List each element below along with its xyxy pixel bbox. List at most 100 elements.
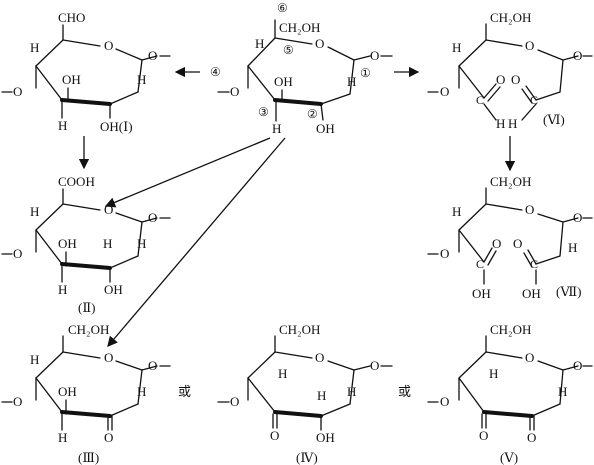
oh-center-1: OH [274, 74, 293, 89]
h-center-3: H [272, 121, 281, 136]
ring-oxygen-I: O [104, 38, 113, 53]
ring-oxygen-II: O [104, 202, 113, 217]
carbonyl-o-VI-2: O [511, 72, 520, 87]
carbonyl-o-V-1: O [479, 428, 488, 443]
carbonyl-o-IV: O [270, 428, 279, 443]
h-III-3: H [58, 430, 67, 445]
h-III-2: H [137, 384, 146, 399]
label-VII: (Ⅶ) [556, 284, 581, 299]
carbonyl-o-VI-1: O [496, 72, 505, 87]
oh-I: OH [62, 72, 81, 87]
h-center-1: H [255, 36, 264, 51]
ch2oh-center: CH₂OH [279, 20, 320, 35]
structure-VII: CH₂OH O O H O H O C OH O C OH (Ⅶ) [427, 174, 593, 301]
cho-I: CHO [58, 10, 85, 25]
o-right-III: O [148, 358, 157, 373]
o-right-center: O [370, 48, 379, 63]
structure-V: CH₂OH O H O O H O O (Ⅴ) [427, 322, 593, 465]
h-I-2: H [137, 72, 146, 87]
o-left-center: O [230, 84, 239, 99]
structure-I: CHO O H O O OH H H OH(Ⅰ) [1, 10, 171, 134]
label-V: (Ⅴ) [500, 450, 518, 465]
or-connector-1: 或 [178, 384, 191, 399]
c-VII-2: C [530, 257, 538, 271]
h-V-1: H [489, 366, 498, 381]
carbonyl-o-III: O [104, 430, 113, 445]
h-III-1: H [30, 352, 39, 367]
ring-oxygen-VII: O [525, 202, 534, 217]
ch2oh-V: CH₂OH [490, 322, 531, 337]
h-VI-1: H [452, 40, 461, 55]
h-V-2: H [558, 384, 567, 399]
reaction-arrows [78, 66, 516, 347]
o-right-VI: O [573, 48, 582, 63]
h-II-1: H [30, 204, 39, 219]
oh-IV: OH [316, 430, 335, 445]
o-right-II: O [148, 210, 157, 225]
h-II-2: H [137, 236, 146, 251]
h-I-3: H [58, 118, 67, 133]
cooh-II: COOH [58, 174, 95, 189]
ch2oh-VII: CH₂OH [490, 174, 531, 189]
oh-label-I: OH(Ⅰ) [100, 119, 133, 134]
oh-center-2: OH [316, 121, 335, 136]
h-II-4: H [103, 236, 112, 251]
h-I-1: H [30, 40, 39, 55]
label-circle-6: ⑥ [277, 1, 288, 15]
o-left-III: O [13, 394, 22, 409]
label-circle-1: ① [360, 66, 371, 80]
h-VI-3: H [508, 116, 517, 131]
label-II: (Ⅱ) [78, 300, 96, 315]
o-left-II: O [13, 246, 22, 261]
structure-III: CH₂OH O H O O OH H H O (Ⅲ) [1, 322, 171, 465]
label-circle-4: ④ [210, 65, 221, 79]
oh-VII-2: OH [522, 286, 541, 301]
ch2oh-IV: CH₂OH [279, 322, 320, 337]
c-VI-2: C [530, 93, 538, 107]
c-VII-1: C [476, 257, 484, 271]
o-left-VI: O [440, 84, 449, 99]
h-IV-3: H [317, 388, 326, 403]
carbonyl-o-V-2: O [527, 430, 536, 445]
arrow-center-to-II [104, 137, 271, 208]
oh-II-1: OH [58, 236, 77, 251]
o-left-VII: O [440, 246, 449, 261]
ring-oxygen-III: O [104, 350, 113, 365]
h-VI-2: H [496, 116, 505, 131]
label-III: (Ⅲ) [78, 450, 99, 465]
structure-IV: CH₂OH O H O O H O H OH (Ⅳ) [217, 322, 393, 465]
h-center-2: H [347, 74, 356, 89]
label-IV: (Ⅳ) [296, 450, 318, 465]
structure-center: ⑥ CH₂OH ⑤ O O ① O H OH ③ ② H H OH ④ [210, 1, 393, 136]
ch2oh-III: CH₂OH [68, 322, 109, 337]
o-left-V: O [440, 394, 449, 409]
structure-VI: CH₂OH O O H O O C O C H H (Ⅵ) [427, 10, 593, 131]
oh-VII-1: OH [472, 286, 491, 301]
ring-oxygen-V: O [525, 350, 534, 365]
or-connector-2: 或 [398, 384, 411, 399]
o-right-IV: O [370, 358, 379, 373]
h-VII-1: H [452, 204, 461, 219]
arrow-center-to-III [107, 137, 286, 347]
label-VI: (Ⅵ) [543, 112, 565, 127]
h-IV-2: H [347, 384, 356, 399]
label-circle-3: ③ [258, 105, 269, 119]
label-circle-2: ② [307, 107, 318, 121]
h-VII-2: H [568, 240, 577, 255]
carbonyl-o-VII-2: O [513, 236, 522, 251]
ring-oxygen-VI: O [525, 38, 534, 53]
oh-II-2: OH [104, 282, 123, 297]
o-right-I: O [148, 48, 157, 63]
ring-oxygen-IV: O [315, 350, 324, 365]
h-II-3: H [58, 282, 67, 297]
c-VI-1: C [476, 93, 484, 107]
h-IV-1: H [278, 366, 287, 381]
o-left-IV: O [230, 394, 239, 409]
ch2oh-VI: CH₂OH [490, 10, 531, 25]
structure-II: COOH O H O O OH H H H OH (Ⅱ) [1, 174, 171, 315]
o-right-VII: O [573, 210, 582, 225]
carbonyl-o-VII-1: O [492, 236, 501, 251]
o-right-V: O [573, 358, 582, 373]
